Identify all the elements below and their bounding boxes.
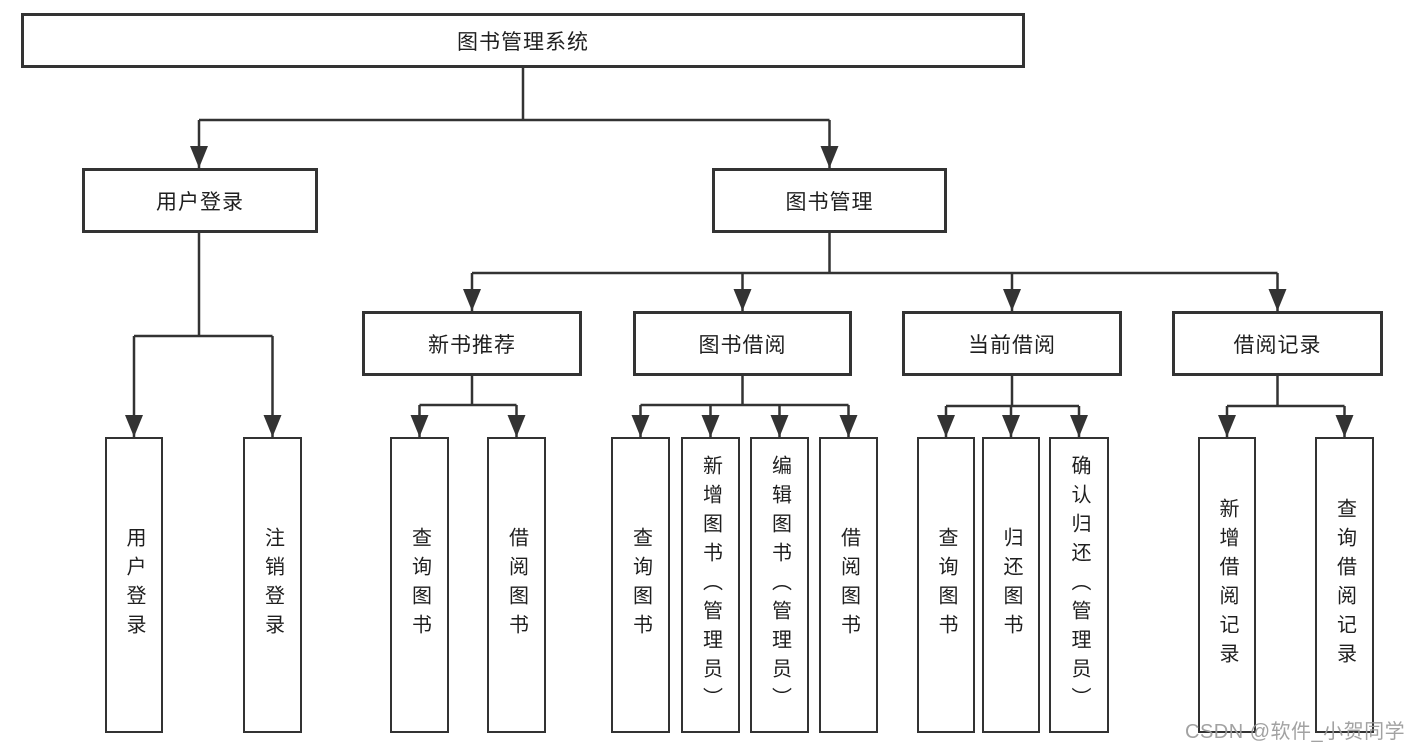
leaf-user-login: 用户登录 [105, 437, 163, 733]
leaf-borrow-books-recommend-label: 借阅图书 [505, 527, 528, 643]
leaf-add-books-admin-label: 新增图书（管理员） [699, 454, 722, 716]
leaf-edit-books-admin: 编辑图书（管理员） [750, 437, 809, 733]
connector-user-login-subtree [125, 233, 282, 437]
node-new-book-recommendation: 新书推荐 [362, 311, 582, 376]
leaf-query-books-borrow-label: 查询图书 [629, 527, 652, 643]
leaf-logout-label: 注销登录 [261, 527, 284, 643]
node-library-system: 图书管理系统 [21, 13, 1025, 68]
leaf-query-borrow-record: 查询借阅记录 [1315, 437, 1374, 733]
leaf-add-books-admin: 新增图书（管理员） [681, 437, 740, 733]
node-new-book-recommendation-label: 新书推荐 [428, 333, 516, 357]
connector-current-borrow-subtree [937, 376, 1088, 437]
node-borrowing-records-label: 借阅记录 [1233, 333, 1322, 357]
connector-root-to-level2 [190, 68, 839, 168]
node-current-borrowing-label: 当前借阅 [968, 333, 1056, 357]
leaf-query-books-recommend: 查询图书 [390, 437, 449, 733]
leaf-logout: 注销登录 [243, 437, 302, 733]
node-borrowing-records: 借阅记录 [1172, 311, 1383, 376]
leaf-confirm-return-admin: 确认归还（管理员） [1049, 437, 1109, 733]
leaf-add-borrow-record: 新增借阅记录 [1198, 437, 1256, 733]
leaf-return-books-label: 归还图书 [1000, 527, 1022, 643]
leaf-add-borrow-record-label: 新增借阅记录 [1216, 498, 1238, 672]
node-library-system-label: 图书管理系统 [457, 30, 589, 54]
leaf-edit-books-admin-label: 编辑图书（管理员） [768, 454, 791, 716]
leaf-borrow-books-recommend: 借阅图书 [487, 437, 546, 733]
node-book-borrowing-label: 图书借阅 [698, 333, 787, 357]
leaf-return-books: 归还图书 [982, 437, 1040, 733]
connector-book-borrow-subtree [631, 376, 858, 437]
leaf-query-books-recommend-label: 查询图书 [408, 527, 431, 643]
leaf-user-login-label: 用户登录 [123, 527, 145, 643]
connector-new-book-subtree [410, 376, 526, 437]
leaf-query-books-current: 查询图书 [917, 437, 975, 733]
leaf-query-books-current-label: 查询图书 [935, 527, 957, 643]
leaf-confirm-return-admin-label: 确认归还（管理员） [1068, 454, 1090, 716]
csdn-watermark: CSDN @软件_小贺同学 [1185, 721, 1405, 743]
node-book-management: 图书管理 [712, 168, 947, 233]
node-book-borrowing: 图书借阅 [633, 311, 852, 376]
connector-book-management-subtree [463, 233, 1287, 311]
leaf-query-books-borrow: 查询图书 [611, 437, 670, 733]
leaf-borrow-books-label: 借阅图书 [837, 527, 860, 643]
node-current-borrowing: 当前借阅 [902, 311, 1122, 376]
node-user-login: 用户登录 [82, 168, 318, 233]
node-user-login-label: 用户登录 [156, 190, 244, 214]
leaf-borrow-books: 借阅图书 [819, 437, 878, 733]
connector-borrow-records-subtree [1218, 376, 1354, 437]
node-book-management-label: 图书管理 [785, 190, 874, 214]
leaf-query-borrow-record-label: 查询借阅记录 [1333, 498, 1356, 672]
